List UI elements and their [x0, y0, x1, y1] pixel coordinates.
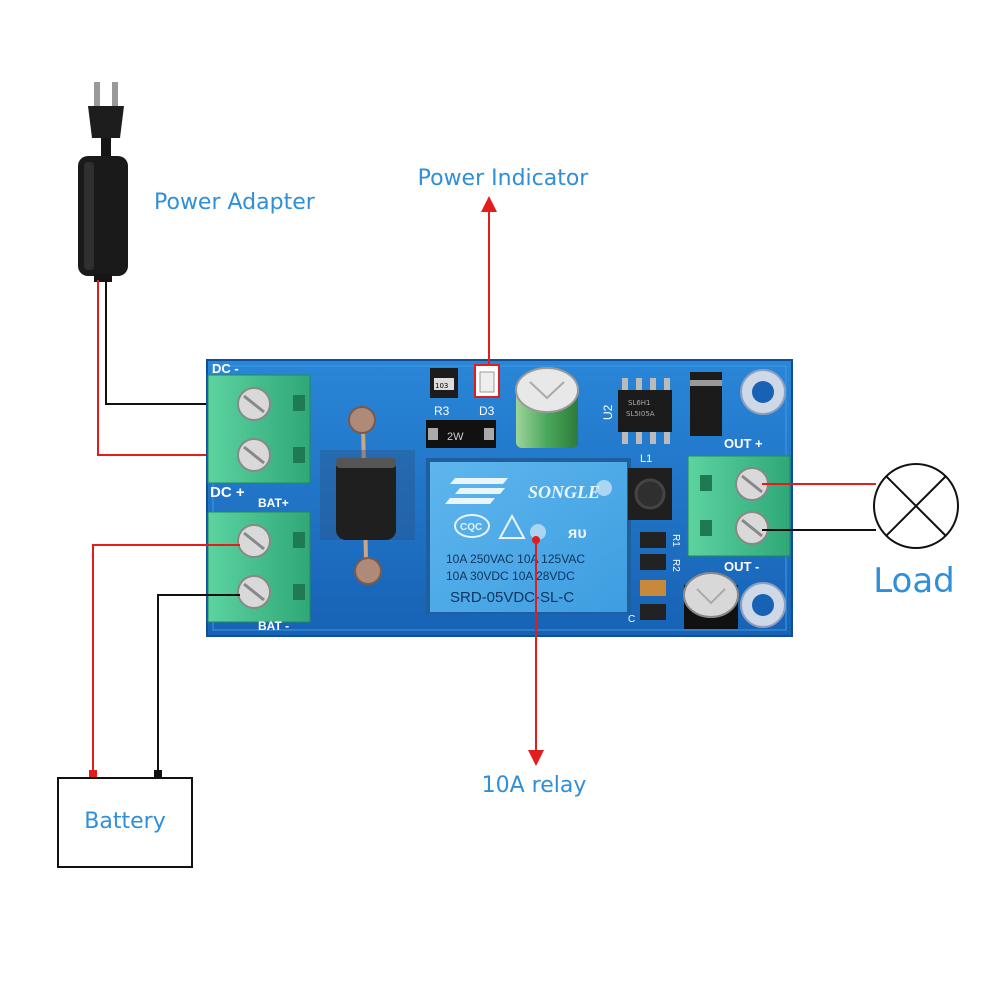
label-r3: R3 — [434, 404, 450, 418]
relay-rating-line2: 10A 30VDC 10A 28VDC — [446, 569, 575, 583]
label-l1: L1 — [640, 453, 652, 465]
label-r1: R1 — [670, 534, 681, 547]
adapter-red-wire — [97, 280, 240, 456]
ul-mark: ᴙᴜ — [567, 525, 587, 542]
battery-negative-terminal — [154, 770, 162, 779]
relay-brand: SONGLE — [528, 482, 600, 502]
battery-red-wire — [92, 544, 240, 772]
battery-box — [57, 777, 193, 868]
relay-model: SRD-05VDC-SL-C — [450, 589, 574, 606]
capacitor-green — [515, 367, 579, 448]
svg-text:2W: 2W — [447, 431, 464, 443]
mounting-hole-bottom — [740, 582, 786, 628]
battery-terminal-block — [207, 511, 311, 623]
label-out-minus: OUT - — [724, 559, 759, 574]
power-adapter-label: Power Adapter — [154, 190, 316, 215]
relay-label: 10A relay — [482, 773, 587, 798]
resistor-r3: 103 — [430, 368, 458, 398]
zener-diode: 2W — [426, 420, 496, 448]
mounting-hole-top — [740, 369, 786, 415]
power-adapter-image — [78, 82, 128, 282]
label-c: C — [628, 614, 635, 625]
capacitor-black — [683, 572, 739, 629]
relay-cqc: CQC — [460, 522, 482, 533]
relay-component: SONGLE CQC ᴙᴜ 10A 250VAC 10A 125VAC 10A … — [426, 458, 631, 614]
battery-black-wire — [157, 594, 240, 772]
smd-resistors — [640, 532, 666, 620]
label-dc-minus: DC - — [212, 361, 239, 376]
power-indicator-led — [474, 364, 500, 398]
load-label: Load — [873, 561, 955, 601]
label-bat-minus: BAT - — [258, 619, 289, 633]
label-bat-plus: BAT+ — [258, 496, 289, 510]
rectifier-diode — [320, 406, 415, 585]
relay-arrow-dot — [532, 536, 540, 544]
svg-text:103: 103 — [435, 382, 448, 390]
power-indicator-label: Power Indicator — [418, 166, 590, 191]
lamp-symbol — [873, 463, 959, 549]
battery-label: Battery — [84, 809, 165, 834]
battery-positive-terminal — [89, 770, 97, 779]
label-dc-plus: DC + — [210, 484, 245, 501]
output-terminal-block — [687, 455, 791, 557]
dc-terminal-block — [207, 374, 311, 484]
svg-text:SL6H1: SL6H1 — [628, 399, 651, 407]
ic-u2: SL6H1 SL5I05A — [618, 378, 672, 444]
smd-diode — [690, 372, 722, 436]
label-out-plus: OUT + — [724, 436, 763, 451]
svg-text:SL5I05A: SL5I05A — [626, 410, 655, 418]
label-r2: R2 — [670, 559, 681, 572]
label-u2: U2 — [601, 404, 615, 420]
relay-rating-line1: 10A 250VAC 10A 125VAC — [446, 552, 585, 566]
inductor-l1 — [628, 468, 672, 520]
adapter-black-wire — [105, 280, 240, 405]
label-d3: D3 — [479, 404, 495, 418]
